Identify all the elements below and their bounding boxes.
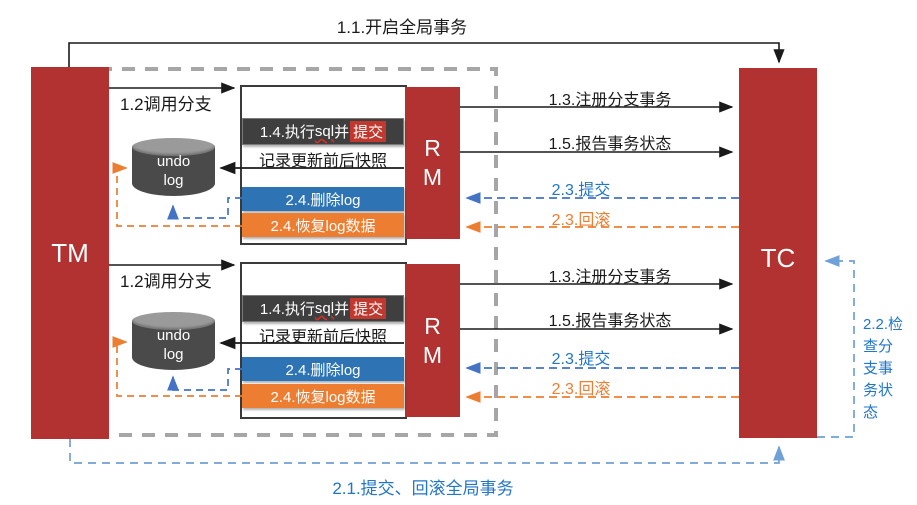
check-status-line: 务状 — [863, 382, 894, 399]
label-open-global-tx: 1.1.开启全局事务 — [336, 18, 468, 37]
exec-sql-word: sql — [314, 123, 335, 140]
label-register-branch-2: 1.3.注册分支事务 — [548, 269, 672, 286]
tc-node: TC — [739, 68, 817, 438]
snapshot-label: 记录更新前后快照 — [258, 153, 387, 170]
snapshot-label: 记录更新前后快照 — [258, 329, 387, 346]
label-rollback-1: 2.3.回滚 — [551, 212, 611, 229]
label-check-branch-status: 2.2.检 查分 支事 务状 态 — [863, 314, 915, 424]
arrow-global-commit-rollback — [69, 439, 785, 464]
log-word: log — [163, 172, 184, 189]
check-status-line: 2.2.检 — [863, 316, 904, 333]
undo-log-cylinder: undo log — [132, 138, 215, 196]
undo-log-label: undo log — [132, 152, 215, 190]
undo-log-cylinder: undo log — [132, 312, 215, 370]
label-call-branch-1: 1.2调用分支 — [120, 95, 212, 114]
arrow-deletelog-to-undolog-2 — [167, 368, 242, 391]
exec-joiner: 并 — [334, 124, 350, 141]
rm-node: R M — [405, 87, 460, 239]
rm-node: R M — [405, 264, 460, 417]
rm-label-r: R — [424, 135, 441, 161]
tc-label: TC — [760, 243, 796, 273]
rm-label-m: M — [422, 341, 443, 368]
exec-prefix: 1.4.执行 — [259, 124, 315, 141]
exec-sql-word: sql — [314, 300, 335, 317]
check-status-line: 查分 — [863, 338, 894, 355]
rm-label-m: M — [422, 164, 443, 190]
rm-label-r: R — [424, 312, 441, 339]
label-commit-1: 2.3.提交 — [551, 182, 611, 199]
check-status-line: 支事 — [863, 360, 894, 377]
tm-node: TM — [31, 67, 109, 439]
label-report-status-2: 1.5.报告事务状态 — [548, 313, 672, 330]
tm-label: TM — [51, 237, 89, 268]
arrow-open-global-tx — [68, 42, 785, 67]
label-rollback-2: 2.3.回滚 — [551, 381, 611, 398]
label-call-branch-2: 1.2调用分支 — [120, 272, 212, 291]
exec-joiner: 并 — [334, 301, 350, 318]
undo-log-label: undo log — [132, 326, 215, 364]
undo-word: undo — [156, 327, 191, 344]
exec-highlight: 提交 — [350, 298, 387, 319]
check-status-line: 态 — [863, 404, 879, 421]
restore-log-bar: 2.4.恢复log数据 — [242, 384, 404, 408]
arrow-deletelog-to-undolog-1 — [167, 197, 242, 220]
exec-prefix: 1.4.执行 — [259, 301, 315, 318]
label-register-branch-1: 1.3.注册分支事务 — [548, 92, 672, 109]
exec-highlight: 提交 — [350, 121, 387, 142]
undo-word: undo — [156, 153, 191, 170]
label-report-status-1: 1.5.报告事务状态 — [548, 136, 672, 153]
log-word: log — [163, 346, 184, 363]
label-global-commit-rollback: 2.1.提交、回滚全局事务 — [332, 479, 514, 498]
label-commit-2: 2.3.提交 — [551, 351, 611, 368]
delete-log-bar: 2.4.删除log — [242, 187, 404, 211]
restore-log-bar: 2.4.恢复log数据 — [242, 213, 404, 237]
delete-log-bar: 2.4.删除log — [242, 357, 404, 381]
arrow-check-branch-status — [817, 255, 855, 438]
